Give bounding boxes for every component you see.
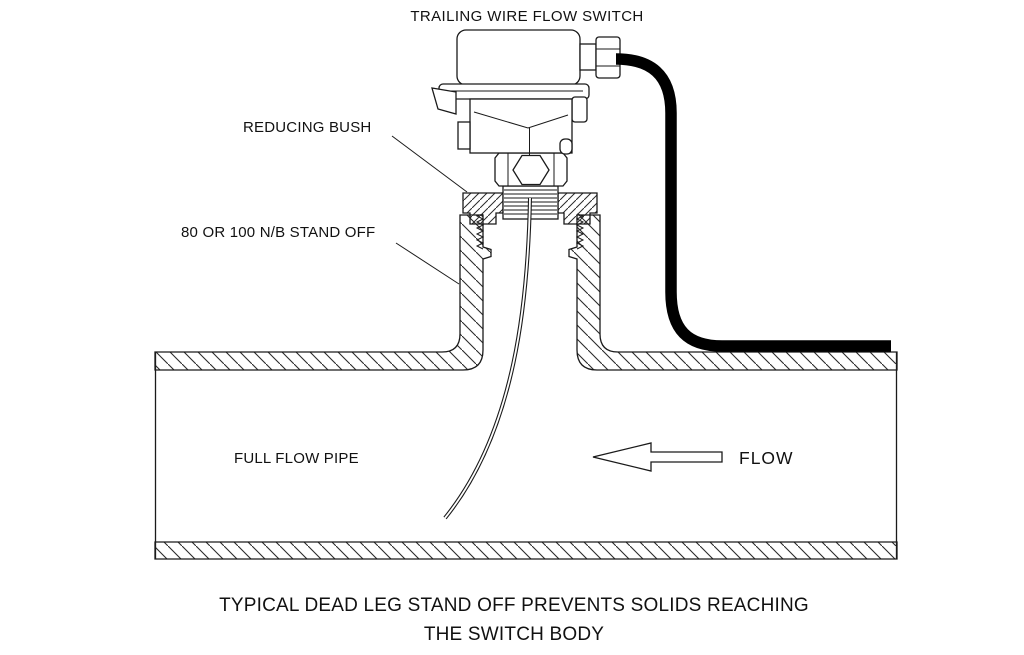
switch-housing — [456, 29, 581, 86]
full-flow-pipe-label: FULL FLOW PIPE — [234, 450, 359, 467]
caption-line-1: TYPICAL DEAD LEG STAND OFF PREVENTS SOLI… — [219, 595, 809, 616]
pipe-standoff-left-wall — [154, 214, 492, 371]
full-flow-pipe — [154, 214, 898, 560]
drain-nub — [559, 138, 573, 155]
hex-nut — [494, 152, 568, 187]
stand-off-label: 80 OR 100 N/B STAND OFF — [181, 224, 375, 241]
pipe-bottom-wall — [154, 541, 898, 560]
trailing-wire — [443, 197, 532, 520]
reducing-bush-leader-line — [391, 135, 468, 193]
flow-label: FLOW — [739, 448, 794, 468]
lid-left-lip — [431, 87, 457, 115]
side-bracket — [457, 121, 471, 150]
hex-nut-face — [512, 154, 550, 186]
reducing-bush — [462, 192, 598, 225]
caption-line-2: THE SWITCH BODY — [424, 624, 604, 645]
flow-arrow — [592, 442, 723, 472]
stand-off-leader-line — [395, 242, 460, 285]
pipe-standoff-right-wall — [568, 214, 898, 371]
lid-right-tab — [571, 96, 588, 123]
flow-switch-body — [431, 29, 621, 155]
diagram-title: TRAILING WIRE FLOW SWITCH — [410, 8, 643, 25]
trailing-cable — [615, 53, 891, 352]
cable-gland-neck — [579, 43, 597, 71]
reducing-bush-label: REDUCING BUSH — [243, 119, 371, 136]
